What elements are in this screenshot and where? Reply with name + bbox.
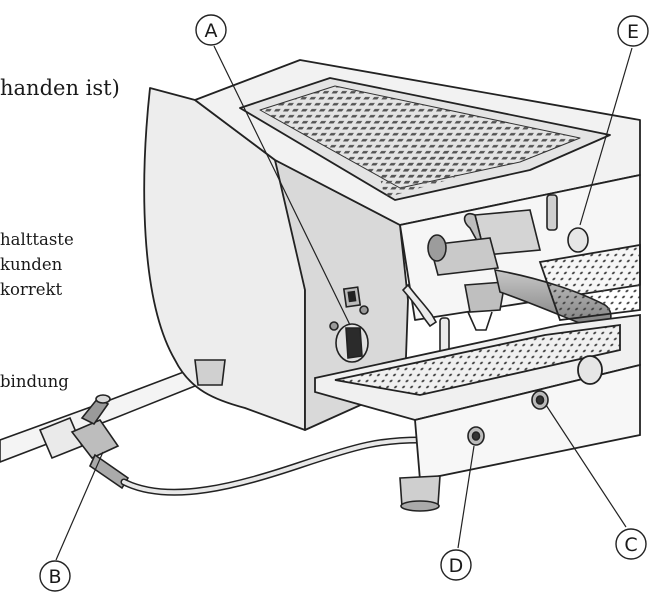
knob-d (467, 426, 485, 446)
svg-text:A: A (205, 20, 218, 42)
water-hose (120, 436, 424, 496)
callout-b: B (39, 560, 71, 592)
indicator-e (546, 194, 589, 253)
text-fragment-5: bindung (0, 372, 69, 391)
text-fragment-2: halttaste (0, 230, 74, 249)
svg-text:B: B (48, 566, 61, 588)
callout-a: A (195, 14, 227, 46)
machine-body (143, 59, 641, 431)
text-fragment-1: handen ist) (0, 76, 120, 100)
svg-text:D: D (449, 555, 464, 577)
machine-feet (194, 359, 441, 512)
callout-c: C (615, 528, 647, 560)
group-head (427, 209, 542, 276)
svg-text:E: E (627, 21, 639, 43)
main-switch (329, 286, 369, 363)
callout-d: D (440, 549, 472, 581)
leader-lines (55, 45, 633, 561)
water-valve (70, 394, 130, 490)
drip-tray (314, 243, 641, 482)
callout-e: E (617, 15, 649, 47)
text-fragment-3: kunden (0, 255, 63, 274)
svg-text:C: C (624, 534, 637, 556)
text-fragment-4: korrekt (0, 280, 63, 299)
knob-c (531, 390, 549, 410)
